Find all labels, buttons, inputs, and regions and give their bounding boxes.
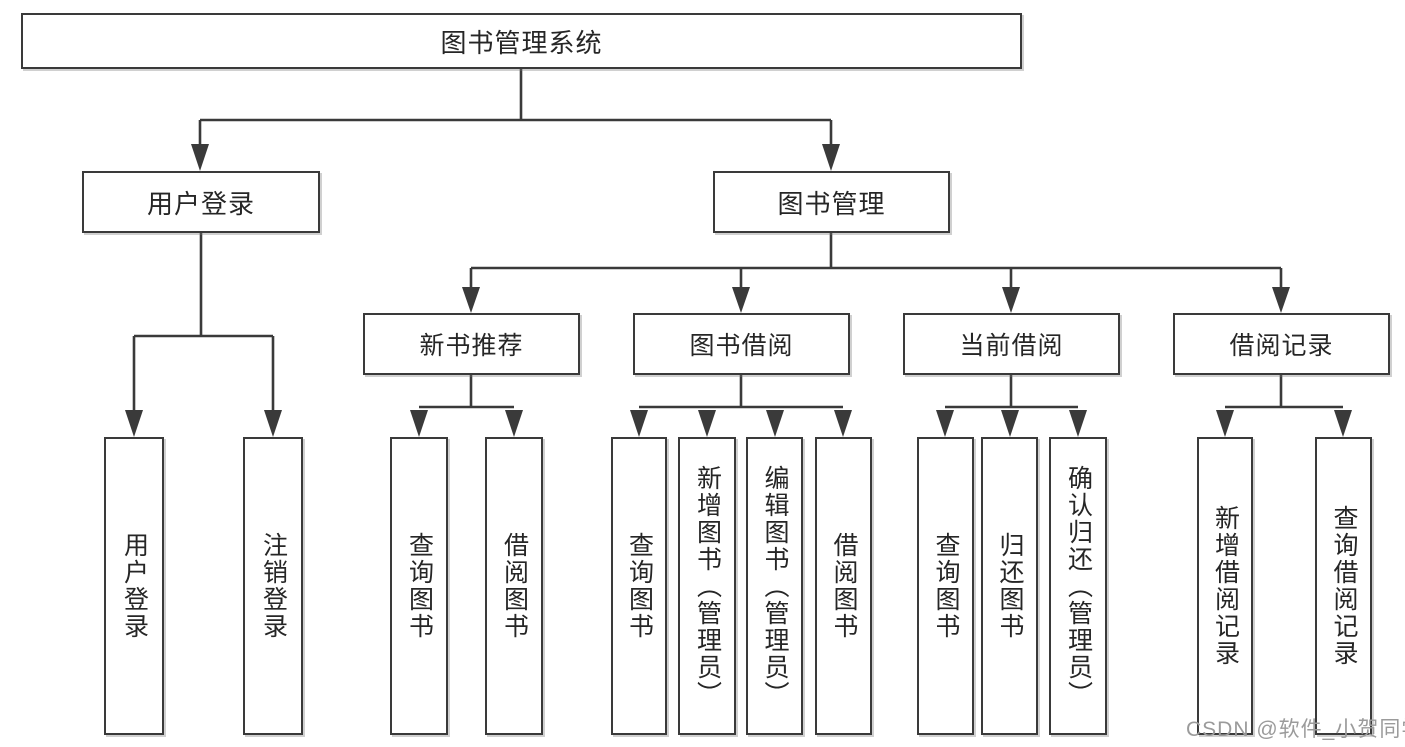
leaf-borrow-borrow-books: 借阅图书 xyxy=(815,437,872,735)
leaf-logout-label: 注销登录 xyxy=(259,532,288,640)
leaf-borrow-add-books-admin: 新增图书（管理员） xyxy=(678,437,736,735)
node-user-login-label: 用户登录 xyxy=(146,188,255,219)
edge-new-book-to-leaves xyxy=(410,375,523,437)
leaf-record-query-record-label: 查询借阅记录 xyxy=(1330,505,1358,667)
node-root-label: 图书管理系统 xyxy=(440,27,603,58)
leaf-newbook-query-books: 查询图书 xyxy=(390,437,448,735)
edge-book-management-to-level3 xyxy=(462,233,1290,313)
edge-user-login-to-leaves xyxy=(125,233,282,437)
node-book-borrow: 图书借阅 xyxy=(633,313,850,375)
leaf-user-login: 用户登录 xyxy=(104,437,164,735)
edge-book-borrow-to-leaves xyxy=(630,375,852,437)
edge-current-borrow-to-leaves xyxy=(936,375,1087,437)
leaf-current-confirm-return-admin-label: 确认归还（管理员） xyxy=(1064,464,1093,708)
leaf-borrow-edit-books-admin-label: 编辑图书（管理员） xyxy=(761,464,789,708)
leaf-user-login-label: 用户登录 xyxy=(120,532,149,640)
node-borrow-record-label: 借阅记录 xyxy=(1229,332,1334,360)
node-borrow-record: 借阅记录 xyxy=(1173,313,1390,375)
leaf-record-add-record-label: 新增借阅记录 xyxy=(1211,505,1240,667)
leaf-newbook-query-books-label: 查询图书 xyxy=(405,532,434,640)
leaf-current-return-books-label: 归还图书 xyxy=(996,532,1024,640)
node-root-library-system: 图书管理系统 xyxy=(21,13,1022,69)
edge-borrow-record-to-leaves xyxy=(1216,375,1352,437)
node-new-book-recommend: 新书推荐 xyxy=(363,313,580,375)
leaf-borrow-query-books-label: 查询图书 xyxy=(625,532,654,640)
leaf-borrow-borrow-books-label: 借阅图书 xyxy=(830,532,858,640)
leaf-borrow-edit-books-admin: 编辑图书（管理员） xyxy=(746,437,803,735)
leaf-current-confirm-return-admin: 确认归还（管理员） xyxy=(1049,437,1107,735)
leaf-current-return-books: 归还图书 xyxy=(981,437,1038,735)
node-new-book-recommend-label: 新书推荐 xyxy=(419,332,524,360)
leaf-newbook-borrow-books: 借阅图书 xyxy=(485,437,543,735)
node-book-borrow-label: 图书借阅 xyxy=(689,332,794,360)
csdn-watermark: CSDN @软件_小贺同学 xyxy=(1186,718,1405,741)
leaf-record-add-record: 新增借阅记录 xyxy=(1197,437,1253,735)
node-current-borrow: 当前借阅 xyxy=(903,313,1120,375)
node-user-login: 用户登录 xyxy=(82,171,320,233)
node-book-management: 图书管理 xyxy=(713,171,950,233)
leaf-logout: 注销登录 xyxy=(243,437,303,735)
leaf-borrow-add-books-admin-label: 新增图书（管理员） xyxy=(693,464,722,708)
leaf-newbook-borrow-books-label: 借阅图书 xyxy=(500,532,529,640)
edge-root-to-level2 xyxy=(191,69,840,171)
node-book-management-label: 图书管理 xyxy=(777,188,886,219)
node-current-borrow-label: 当前借阅 xyxy=(959,332,1064,360)
leaf-record-query-record: 查询借阅记录 xyxy=(1315,437,1372,735)
leaf-current-query-books-label: 查询图书 xyxy=(932,532,960,640)
leaf-current-query-books: 查询图书 xyxy=(917,437,974,735)
leaf-borrow-query-books: 查询图书 xyxy=(611,437,667,735)
